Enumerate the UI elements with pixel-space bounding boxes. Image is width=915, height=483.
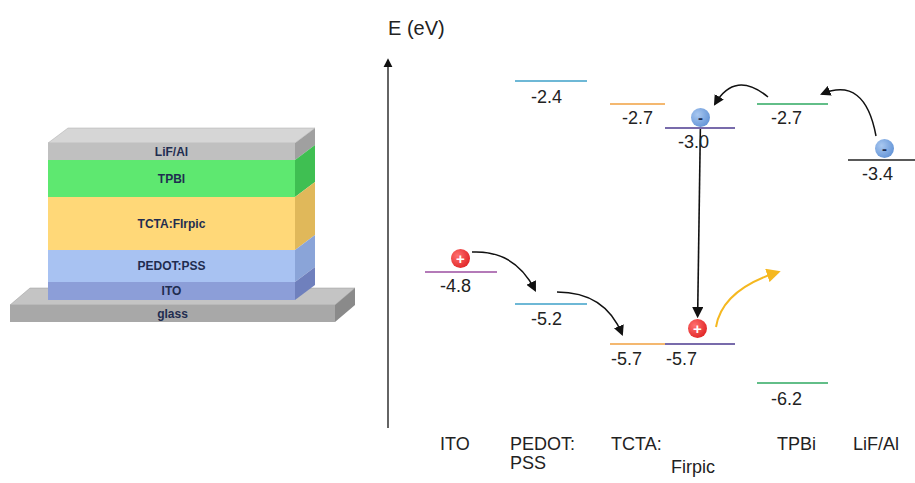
electron-charge: -: [691, 108, 710, 127]
material-name: ITO: [440, 435, 470, 454]
energy-value: -2.7: [622, 109, 653, 128]
material-name: PEDOT: PSS: [510, 435, 576, 473]
emissive-layer: TCTA:FIrpic: [48, 197, 295, 250]
layer-name: TCTA:FIrpic: [138, 217, 206, 231]
charge-sign: +: [693, 321, 702, 336]
layer-name: ITO: [162, 284, 182, 298]
energy-value: -2.7: [771, 109, 802, 128]
energy-value: -4.8: [440, 277, 471, 296]
material-name: LiF/Al: [853, 435, 899, 454]
layer-name: TPBI: [158, 172, 185, 186]
layer-name: LiF/Al: [155, 145, 188, 159]
material-name: TCTA:: [611, 435, 662, 454]
energy-value: -5.2: [531, 310, 562, 329]
layer-name: glass: [157, 307, 188, 321]
charge-sign: +: [456, 251, 465, 266]
energy-value: -6.2: [771, 390, 802, 409]
energy-value: -3.4: [862, 165, 893, 184]
material-name: TPBi: [777, 435, 816, 454]
pedot-layer: PEDOT:PSS: [48, 250, 295, 282]
hole-charge: +: [688, 319, 707, 338]
ito-layer: ITO: [48, 282, 295, 300]
energy-value: -2.4: [531, 88, 562, 107]
layer-name: PEDOT:PSS: [137, 259, 205, 273]
lif-al-layer: LiF/Al: [48, 143, 295, 160]
tpbi-layer: TPBI: [48, 160, 295, 197]
energy-value: -5.7: [611, 350, 642, 369]
charge-sign: -: [882, 141, 887, 156]
recombination-arrow: [698, 129, 701, 316]
axis-title: E (eV): [388, 18, 445, 39]
electron-charge: -: [875, 139, 894, 158]
material-name: Firpic: [671, 458, 715, 477]
energy-value: -3.0: [678, 133, 709, 152]
energy-value: -5.7: [666, 350, 697, 369]
glass-substrate: glass: [10, 305, 335, 322]
hole-charge: +: [451, 249, 470, 268]
charge-sign: -: [698, 110, 703, 125]
